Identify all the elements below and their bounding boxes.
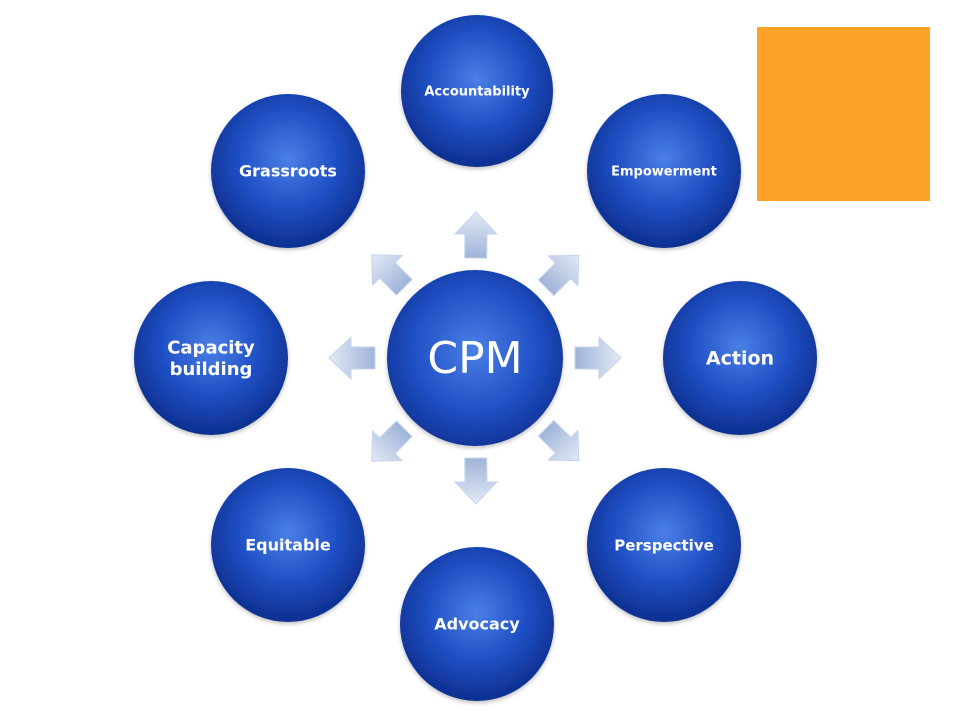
arrow-shape xyxy=(328,335,376,381)
node-label: Grassroots xyxy=(239,162,337,181)
arrow-shape xyxy=(371,254,413,296)
nodes-group: AccountabilityEmpowermentActionPerspecti… xyxy=(134,15,817,701)
arrow-capacity-building xyxy=(328,335,376,381)
arrow-shape xyxy=(537,419,580,462)
node-label: Capacity xyxy=(167,338,255,359)
center-circle xyxy=(387,270,563,446)
node-action: Action xyxy=(663,281,817,435)
node-label: Action xyxy=(706,348,774,370)
arrows-group xyxy=(328,211,622,505)
arrow-equitable xyxy=(371,420,413,462)
arrow-shape xyxy=(574,335,622,381)
arrow-accountability xyxy=(453,211,499,259)
orange-accent-square xyxy=(757,27,930,201)
node-label: Empowerment xyxy=(611,165,717,180)
node-circle xyxy=(401,15,553,167)
arrow-shape xyxy=(453,457,499,505)
arrow-action xyxy=(574,335,622,381)
node-label: Perspective xyxy=(614,536,714,554)
arrow-shape xyxy=(453,211,499,259)
node-label: Accountability xyxy=(424,85,530,100)
node-circle xyxy=(211,94,365,248)
node-advocacy: Advocacy xyxy=(400,547,554,701)
node-perspective: Perspective xyxy=(587,468,741,622)
arrow-empowerment xyxy=(537,254,580,297)
node-circle xyxy=(587,94,741,248)
node-circle xyxy=(663,281,817,435)
arrow-shape xyxy=(371,420,413,462)
node-empowerment: Empowerment xyxy=(587,94,741,248)
node-label: Equitable xyxy=(245,536,331,555)
node-circle xyxy=(134,281,288,435)
node-circle xyxy=(211,468,365,622)
node-equitable: Equitable xyxy=(211,468,365,622)
arrow-perspective xyxy=(537,419,580,462)
arrow-advocacy xyxy=(453,457,499,505)
arrow-grassroots xyxy=(371,254,413,296)
node-label: Advocacy xyxy=(434,615,520,634)
center-label: CPM xyxy=(427,333,522,384)
center-node: CPM xyxy=(387,270,563,446)
arrow-shape xyxy=(537,254,580,297)
node-accountability: Accountability xyxy=(401,15,553,167)
node-grassroots: Grassroots xyxy=(211,94,365,248)
node-circle xyxy=(587,468,741,622)
node-circle xyxy=(400,547,554,701)
node-label: building xyxy=(170,359,253,380)
